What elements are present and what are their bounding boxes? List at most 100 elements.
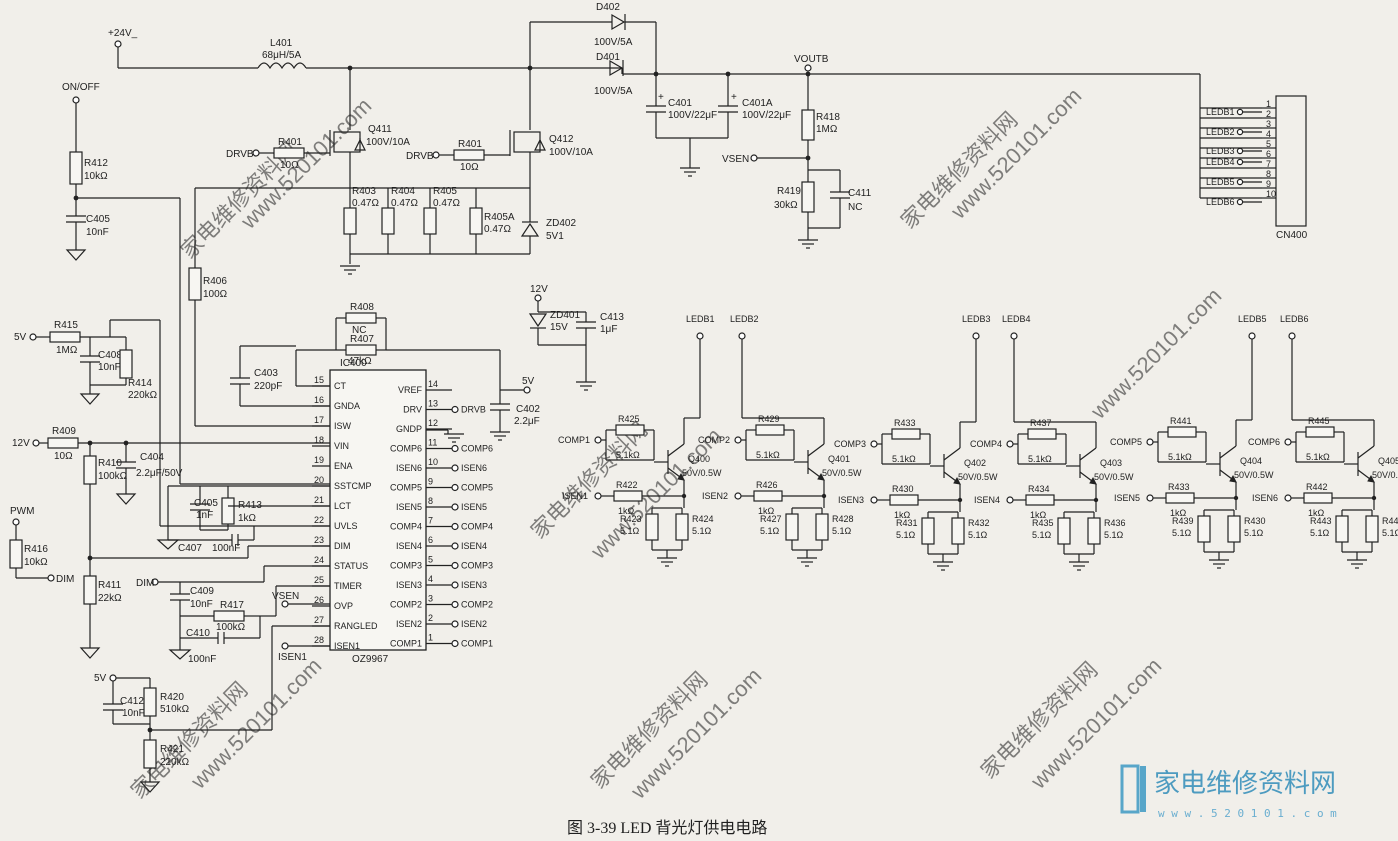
ic-pin-number: 15 (314, 375, 324, 385)
ic-pin-number: 4 (428, 574, 433, 584)
ic-pin-name: ISEN1 (334, 641, 360, 651)
ic-pin-number: 28 (314, 635, 324, 645)
connector-ref: CN400 (1276, 230, 1308, 241)
ic-pin-number: 11 (428, 438, 437, 448)
logo-url: w w w . 5 2 0 1 0 1 . c o m (1158, 807, 1337, 820)
ic-net-label: ISEN5 (461, 502, 487, 512)
component-value: 100nF (188, 654, 216, 665)
ic-pin-name: UVLS (334, 521, 358, 531)
component-value: 100V/22μF (742, 110, 791, 121)
resistor-r431 (921, 517, 935, 545)
svg-text:+: + (658, 92, 664, 103)
net-label: VSEN (272, 591, 299, 602)
component-ref: R412 (84, 158, 108, 169)
resistor-r439 (1197, 515, 1211, 543)
isen-net-label: ISEN2 (702, 491, 728, 501)
ic-pin-name: VIN (334, 441, 349, 451)
transistor-value: 50V/0.5W (1234, 470, 1274, 480)
component-ref: R422 (616, 480, 638, 490)
logo-book-icon (1120, 764, 1140, 814)
ic-pin-number: 9 (428, 477, 433, 487)
resistor-r401b (453, 149, 485, 161)
ic-pin-name: COMP1 (390, 639, 422, 649)
component-value: 100nF (212, 543, 240, 554)
resistor-r421 (143, 739, 157, 769)
ic-net-label: ISEN3 (461, 580, 487, 590)
net-label: ON/OFF (62, 82, 100, 93)
connector-led-label: LEDB4 (1206, 157, 1235, 167)
component-ref: R403 (352, 186, 376, 197)
component-ref: C412 (120, 696, 144, 707)
ic-pin-name: ENA (334, 461, 353, 471)
resistor-r434 (1025, 494, 1055, 506)
ic-pin-number: 24 (314, 555, 324, 565)
connector-pin-number: 5 (1266, 139, 1271, 149)
control-circuit: ON/OFF R412 10kΩ C405 10nF 5V R415 1MΩ C… (9, 82, 540, 793)
component-ref: D402 (596, 2, 620, 13)
channel-6: LEDB6COMP6R4455.1kΩQ40550V/0.5WISEN6R442… (1248, 314, 1398, 569)
component-value: 220kΩ (160, 757, 190, 768)
component-value: 5.1Ω (832, 526, 852, 536)
ic-pin-number: 14 (428, 379, 438, 389)
isen-net-label: ISEN1 (562, 491, 588, 501)
resistor-r410 (83, 455, 97, 485)
ic-pin-name: DIM (334, 541, 351, 551)
component-ref: R414 (128, 378, 152, 389)
connector-pin-number: 4 (1266, 129, 1271, 139)
transistor-value: 50V/0.5W (1372, 470, 1398, 480)
connector-led-label: LEDB5 (1206, 177, 1235, 187)
ic-net-label: COMP3 (461, 561, 493, 571)
ic-pin-name: COMP5 (390, 483, 422, 493)
ic-pin-name: ISEN6 (396, 463, 422, 473)
component-ref: C409 (190, 586, 214, 597)
component-ref: R441 (1170, 416, 1192, 426)
connector-pin-number: 2 (1266, 109, 1271, 119)
component-ref: R418 (816, 112, 840, 123)
resistor-r416 (9, 539, 23, 569)
net-label: VSEN (722, 154, 749, 165)
ic-pin-name: ISEN3 (396, 580, 422, 590)
resistor-r445 (1305, 426, 1335, 438)
ic-pin-name: COMP2 (390, 600, 422, 610)
component-ref: R442 (1306, 482, 1328, 492)
inductor-l401 (257, 62, 307, 70)
transistor-ref: Q403 (1100, 458, 1122, 468)
component-ref: C410 (186, 628, 210, 639)
component-ref: C404 (140, 452, 164, 463)
comp-net-label: COMP5 (1110, 437, 1142, 447)
ic-pin-number: 27 (314, 615, 324, 625)
ic-pin-number: 25 (314, 575, 324, 585)
ic-pin-name: COMP4 (390, 522, 422, 532)
component-value: 5.1Ω (692, 526, 712, 536)
component-value: 5.1Ω (896, 530, 916, 540)
component-value: 10nF (190, 599, 213, 610)
comp-net-label: COMP4 (970, 439, 1002, 449)
resistor-r415 (49, 331, 81, 343)
component-ref: R437 (1030, 418, 1052, 428)
component-ref: R439 (1172, 516, 1194, 526)
logo-text: 家电维修资料网 (1154, 769, 1336, 799)
ic-pin-name: ISEN5 (396, 502, 422, 512)
zener-zd402 (520, 222, 540, 237)
led-net-label: LEDB5 (1238, 314, 1267, 324)
resistor-r419 (801, 181, 815, 213)
component-ref: R443 (1310, 516, 1332, 526)
resistor-r417 (213, 610, 245, 622)
transistor-value: 50V/0.5W (682, 468, 722, 478)
ic-net-label: ISEN6 (461, 463, 487, 473)
component-value: 1kΩ (1308, 508, 1325, 518)
component-value: 10kΩ (24, 557, 48, 568)
component-value: 10Ω (280, 160, 299, 171)
component-value: 1kΩ (238, 513, 257, 524)
component-ref: R405A (484, 212, 515, 223)
ic-pin-name: OVP (334, 601, 353, 611)
connector-pin-number: 7 (1266, 159, 1271, 169)
component-value: 10nF (86, 227, 109, 238)
component-ref: R410 (98, 458, 122, 469)
resistor-r428 (815, 513, 829, 541)
resistor-r442 (1303, 492, 1333, 504)
component-ref: Q411 (368, 124, 392, 135)
resistor-r405 (423, 207, 437, 235)
